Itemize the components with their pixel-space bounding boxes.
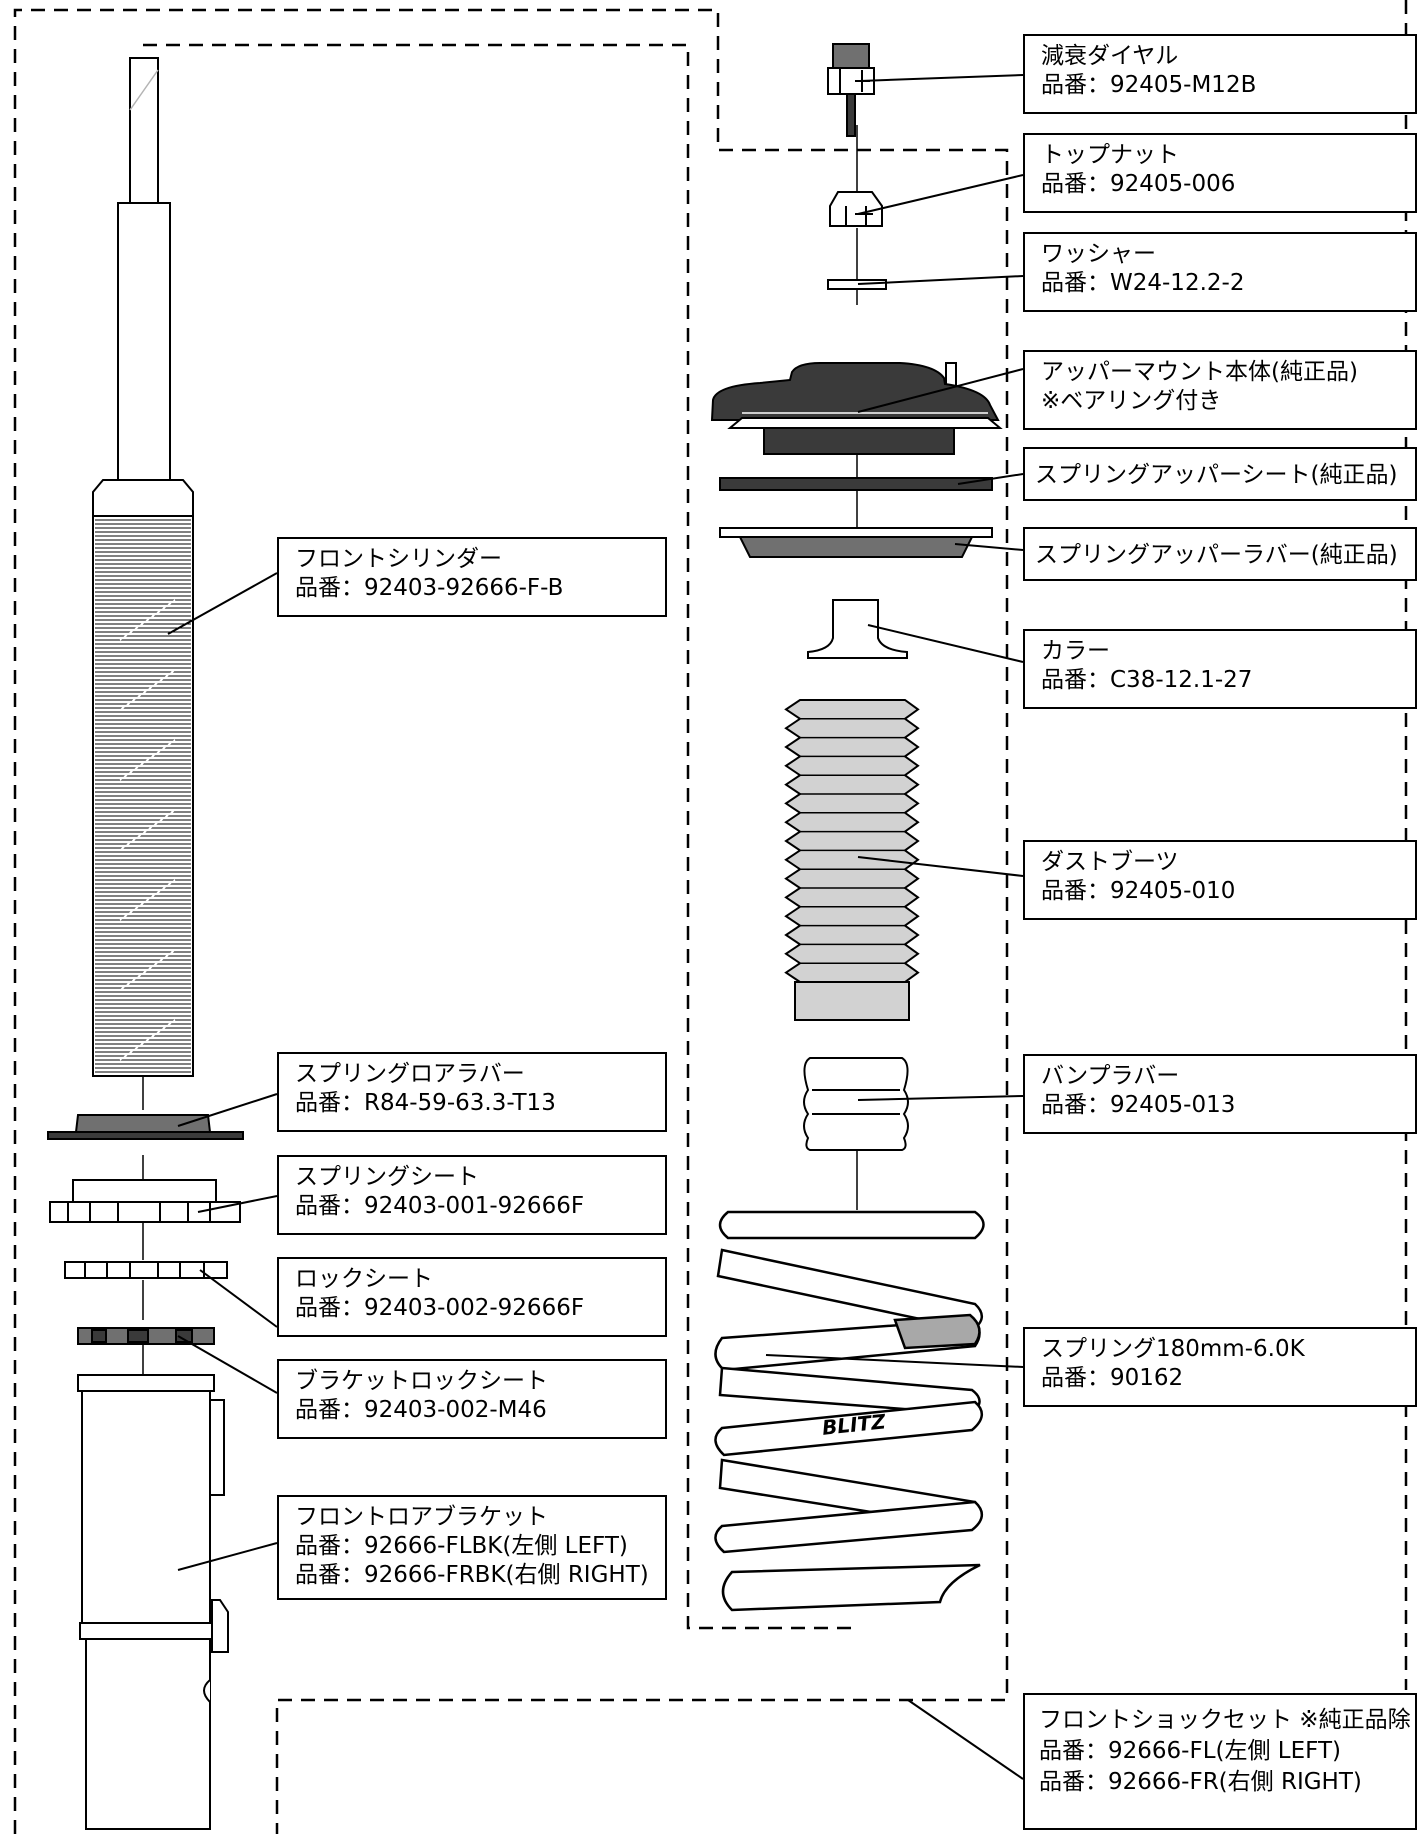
label-spring-upper-seat: スプリングアッパーシート(純正品) <box>1023 447 1417 501</box>
part-name: フロントロアブラケット <box>295 1504 548 1530</box>
spring-upper-seat-part <box>719 477 993 491</box>
coil-spring-grey-patch <box>893 1313 981 1350</box>
part-name: スプリングアッパーシート(純正品) <box>1035 462 1398 488</box>
leader-lines <box>167 74 1024 1780</box>
label-front-cylinder: フロントシリンダー 品番：92403-92666-F-B <box>277 537 667 617</box>
washer-part <box>827 279 887 290</box>
bracket-lock-seat-part <box>77 1327 215 1345</box>
part-name: スプリングシート <box>295 1164 479 1190</box>
label-bump-rubber: バンプラバー 品番：92405-013 <box>1023 1054 1417 1134</box>
label-bracket-lock-seat: ブラケットロックシート 品番：92403-002-M46 <box>277 1359 667 1439</box>
part-name: ダストブーツ <box>1041 849 1179 875</box>
part-name: スプリングアッパーラバー(純正品) <box>1035 542 1398 568</box>
part-number: 品番：92405-006 <box>1041 171 1236 197</box>
label-washer: ワッシャー 品番：W24-12.2-2 <box>1023 232 1417 312</box>
spring-upper-rubber-part <box>719 527 993 558</box>
part-name: 減衰ダイヤル <box>1041 43 1179 69</box>
part-number: 品番：R84-59-63.3-T13 <box>295 1090 556 1116</box>
part-number: 品番：92403-002-92666F <box>295 1295 585 1321</box>
label-top-nut: トップナット 品番：92405-006 <box>1023 133 1417 213</box>
part-name: フロントシリンダー <box>295 546 502 572</box>
shock-set-outline <box>13 8 1009 1834</box>
part-number: 品番：92405-M12B <box>1041 72 1257 98</box>
part-name: ワッシャー <box>1041 241 1156 267</box>
damping-dial-part <box>827 43 875 137</box>
bump-rubber-part <box>803 1057 909 1151</box>
piston-rod-part <box>92 57 194 517</box>
part-name: バンプラバー <box>1041 1063 1180 1089</box>
label-spring-lower-rubber: スプリングロアラバー 品番：R84-59-63.3-T13 <box>277 1052 667 1132</box>
label-lock-seat: ロックシート 品番：92403-002-92666F <box>277 1257 667 1337</box>
part-number: 品番：92405-010 <box>1041 878 1236 904</box>
label-front-shock-set: フロントショックセット ※純正品除く 品番：92666-FL(左側 LEFT) … <box>1023 1693 1417 1830</box>
coil-spring-part <box>714 1210 985 1612</box>
label-spring-seat: スプリングシート 品番：92403-001-92666F <box>277 1155 667 1235</box>
dust-boot-part <box>784 699 920 1021</box>
inner-components-outline <box>143 43 855 1630</box>
label-upper-mount: アッパーマウント本体(純正品) ※ベアリング付き <box>1023 350 1417 430</box>
part-name: アッパーマウント本体(純正品) <box>1041 359 1358 385</box>
label-dust-boot: ダストブーツ 品番：92405-010 <box>1023 840 1417 920</box>
part-name: ブラケットロックシート <box>295 1368 548 1394</box>
part-number: 品番：92403-001-92666F <box>295 1193 585 1219</box>
label-spring: スプリング180mm-6.0K 品番：90162 <box>1023 1327 1417 1407</box>
part-number: 品番：90162 <box>1041 1365 1184 1391</box>
part-number: 品番：92405-013 <box>1041 1092 1236 1118</box>
part-number: 品番：92403-002-M46 <box>295 1397 547 1423</box>
part-name: ロックシート <box>295 1266 433 1292</box>
part-name: スプリング180mm-6.0K <box>1041 1336 1305 1362</box>
label-damping-dial: 減衰ダイヤル 品番：92405-M12B <box>1023 34 1417 114</box>
spring-seat-part <box>49 1179 241 1223</box>
front-cylinder-part <box>92 515 194 1077</box>
part-name: スプリングロアラバー <box>295 1061 525 1087</box>
part-note: ※ベアリング付き <box>1041 388 1222 414</box>
part-number: 品番：92403-92666-F-B <box>295 575 564 601</box>
front-lower-bracket-part <box>77 1374 229 1830</box>
top-nut-part <box>829 191 883 227</box>
spring-lower-rubber-part <box>47 1114 244 1140</box>
part-number-right: 品番：92666-FR(右側 RIGHT) <box>1039 1769 1362 1795</box>
part-number-right: 品番：92666-FRBK(右側 RIGHT) <box>295 1562 649 1588</box>
label-collar: カラー 品番：C38-12.1-27 <box>1023 629 1417 709</box>
part-number-left: 品番：92666-FL(左側 LEFT) <box>1039 1738 1341 1764</box>
part-number: 品番：W24-12.2-2 <box>1041 270 1245 296</box>
lock-seat-part <box>64 1261 228 1279</box>
label-spring-upper-rubber: スプリングアッパーラバー(純正品) <box>1023 527 1417 581</box>
upper-mount-part <box>710 362 1003 455</box>
label-front-lower-bracket: フロントロアブラケット 品番：92666-FLBK(左側 LEFT) 品番：92… <box>277 1495 667 1600</box>
part-name: カラー <box>1041 638 1110 664</box>
collar-part <box>807 599 908 659</box>
part-name: トップナット <box>1041 142 1179 168</box>
part-number: 品番：C38-12.1-27 <box>1041 667 1253 693</box>
part-number-left: 品番：92666-FLBK(左側 LEFT) <box>295 1533 628 1559</box>
part-name: フロントショックセット ※純正品除く <box>1039 1707 1417 1733</box>
